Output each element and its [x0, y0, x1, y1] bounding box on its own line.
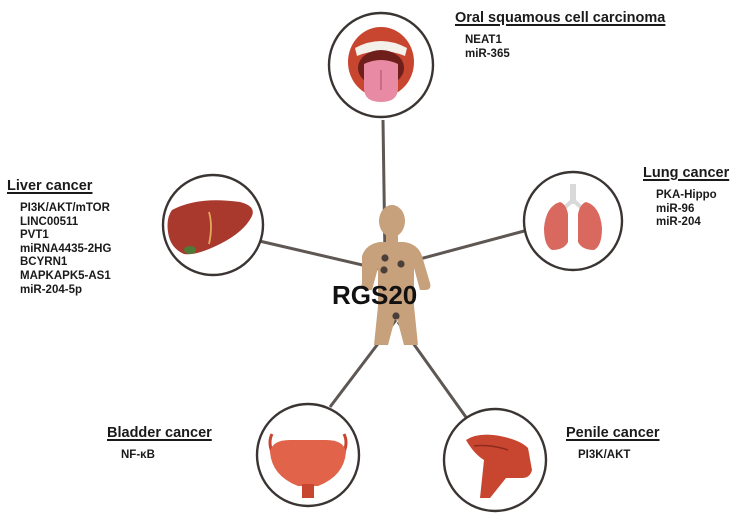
liver-icon — [167, 200, 253, 255]
cancer-items-lung: PKA-Hippo miR-96 miR-204 — [656, 189, 729, 230]
center-gene-label: RGS20 — [332, 280, 418, 310]
cancer-label-bladder: Bladder cancer NF-κB — [107, 425, 212, 463]
body-markers — [380, 254, 405, 320]
cancer-title-penile: Penile cancer — [566, 425, 660, 441]
list-item: NF-κB — [121, 449, 155, 461]
list-item: PI3K/AKT — [578, 449, 631, 461]
cancer-items-bladder: NF-κB — [121, 449, 212, 463]
marker-lung — [397, 260, 405, 268]
cancer-title-liver: Liver cancer — [7, 178, 93, 194]
list-item: BCYRN1 — [20, 256, 68, 269]
bladder-icon — [268, 433, 348, 498]
list-item: NEAT1 — [465, 34, 502, 46]
list-item: miRNA4435-2HG — [20, 242, 112, 255]
list-item: MAPKAPK5-AS1 — [20, 269, 111, 282]
cancer-label-oral: Oral squamous cell carcinoma NEAT1 miR-3… — [455, 10, 665, 61]
cancer-title-bladder: Bladder cancer — [107, 425, 212, 441]
penis-icon — [466, 434, 532, 498]
cancer-title-lung: Lung cancer — [643, 165, 730, 181]
list-item: miR-96 — [656, 202, 695, 215]
list-item: PVT1 — [20, 229, 49, 242]
cancer-items-liver: PI3K/AKT/mTOR LINC00511 PVT1 miRNA4435-2… — [20, 202, 111, 297]
lungs-icon — [544, 184, 602, 250]
marker-oral — [381, 254, 389, 262]
cancer-label-penile: Penile cancer PI3K/AKT — [566, 425, 660, 463]
list-item: miR-204-5p — [20, 283, 82, 296]
list-item: miR-365 — [465, 47, 510, 60]
cancer-label-liver: Liver cancer PI3K/AKT/mTOR LINC00511 PVT… — [7, 178, 111, 297]
list-item: PI3K/AKT/mTOR — [20, 202, 110, 214]
cancer-items-penile: PI3K/AKT — [578, 449, 660, 463]
list-item: PKA-Hippo — [656, 189, 717, 201]
list-item: miR-204 — [656, 216, 701, 229]
mouth-tongue-icon — [348, 27, 414, 102]
cancer-label-lung: Lung cancer PKA-Hippo miR-96 miR-204 — [643, 165, 729, 230]
list-item: LINC00511 — [20, 215, 79, 228]
human-body-icon — [361, 205, 431, 345]
marker-liver — [380, 266, 388, 274]
marker-pelvis — [392, 312, 400, 320]
connector-oral — [381, 119, 387, 259]
cancer-items-oral: NEAT1 miR-365 — [465, 34, 665, 61]
cancer-title-oral: Oral squamous cell carcinoma — [455, 10, 666, 26]
